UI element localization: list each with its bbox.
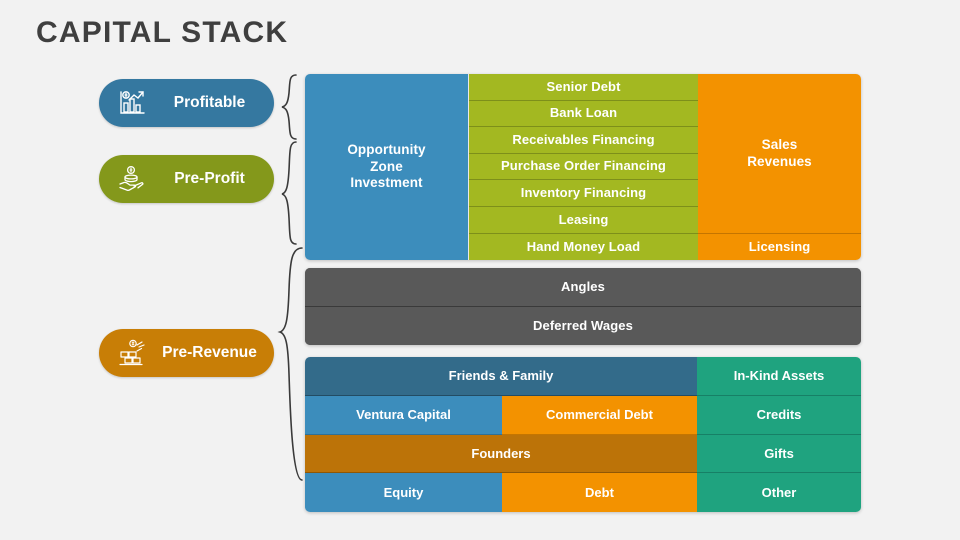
brace-pre-revenue — [277, 247, 303, 481]
cell-equity[interactable]: Equity — [305, 473, 502, 512]
cell-deferred-wages[interactable]: Deferred Wages — [305, 306, 861, 345]
cell-leasing[interactable]: Leasing — [469, 207, 698, 234]
cell-licensing[interactable]: Licensing — [698, 234, 861, 260]
sales-line-1: Sales — [761, 136, 798, 152]
oz-line-1: Opportunity — [347, 141, 426, 157]
cell-purchase-order-financing[interactable]: Purchase Order Financing — [469, 153, 698, 181]
brace-pre-profit — [281, 141, 297, 245]
table-row: Equity Debt Other — [305, 473, 861, 512]
cell-credits[interactable]: Credits — [697, 395, 861, 435]
cell-commercial-debt[interactable]: Commercial Debt — [502, 395, 697, 435]
oz-line-3: Investment — [350, 175, 423, 191]
bar-chart-dollar-icon — [115, 86, 149, 120]
cell-angles[interactable]: Angles — [305, 268, 861, 307]
sales-line-2: Revenues — [747, 153, 812, 169]
stage-pill-pre-revenue[interactable]: Pre-Revenue — [99, 329, 274, 377]
cell-opportunity-zone-investment[interactable]: Opportunity Zone Investment — [305, 74, 469, 260]
cell-senior-debt[interactable]: Senior Debt — [469, 74, 698, 101]
oz-line-2: Zone — [370, 158, 403, 174]
cell-sales-revenues[interactable]: Sales Revenues — [698, 74, 861, 234]
cell-other[interactable]: Other — [697, 473, 861, 512]
stage-pill-label: Profitable — [173, 94, 246, 111]
capital-stack-top-block: Opportunity Zone Investment Senior Debt … — [305, 74, 861, 260]
cell-ventura-capital[interactable]: Ventura Capital — [305, 395, 502, 435]
brace-profitable — [281, 74, 297, 140]
cell-inventory-financing[interactable]: Inventory Financing — [469, 180, 698, 207]
stage-pill-pre-profit[interactable]: Pre-Profit — [99, 155, 274, 203]
table-row: Friends & Family In-Kind Assets — [305, 357, 861, 396]
capital-stack-bottom-block: Friends & Family In-Kind Assets Ventura … — [305, 357, 861, 512]
stage-pill-label: Pre-Revenue — [162, 344, 257, 361]
cell-debt[interactable]: Debt — [502, 473, 697, 512]
brace-group — [277, 74, 303, 481]
stage-pill-profitable[interactable]: Profitable — [99, 79, 274, 127]
capital-stack-middle-block: Angles Deferred Wages — [305, 268, 861, 345]
hand-coins-icon — [115, 162, 149, 196]
cell-gifts[interactable]: Gifts — [697, 434, 861, 474]
cell-founders[interactable]: Founders — [305, 434, 697, 474]
stage-pill-label: Pre-Profit — [174, 170, 245, 187]
table-row: Founders Gifts — [305, 434, 861, 474]
cell-receivables-financing[interactable]: Receivables Financing — [469, 127, 698, 154]
cell-friends-and-family[interactable]: Friends & Family — [305, 357, 697, 396]
money-stack-icon — [115, 336, 149, 370]
table-row: Ventura Capital Commercial Debt Credits — [305, 395, 861, 435]
cell-bank-loan[interactable]: Bank Loan — [469, 100, 698, 128]
cell-hand-money-load[interactable]: Hand Money Load — [469, 233, 698, 260]
page-title: CAPITAL STACK — [36, 16, 289, 49]
cell-in-kind-assets[interactable]: In-Kind Assets — [697, 357, 861, 396]
